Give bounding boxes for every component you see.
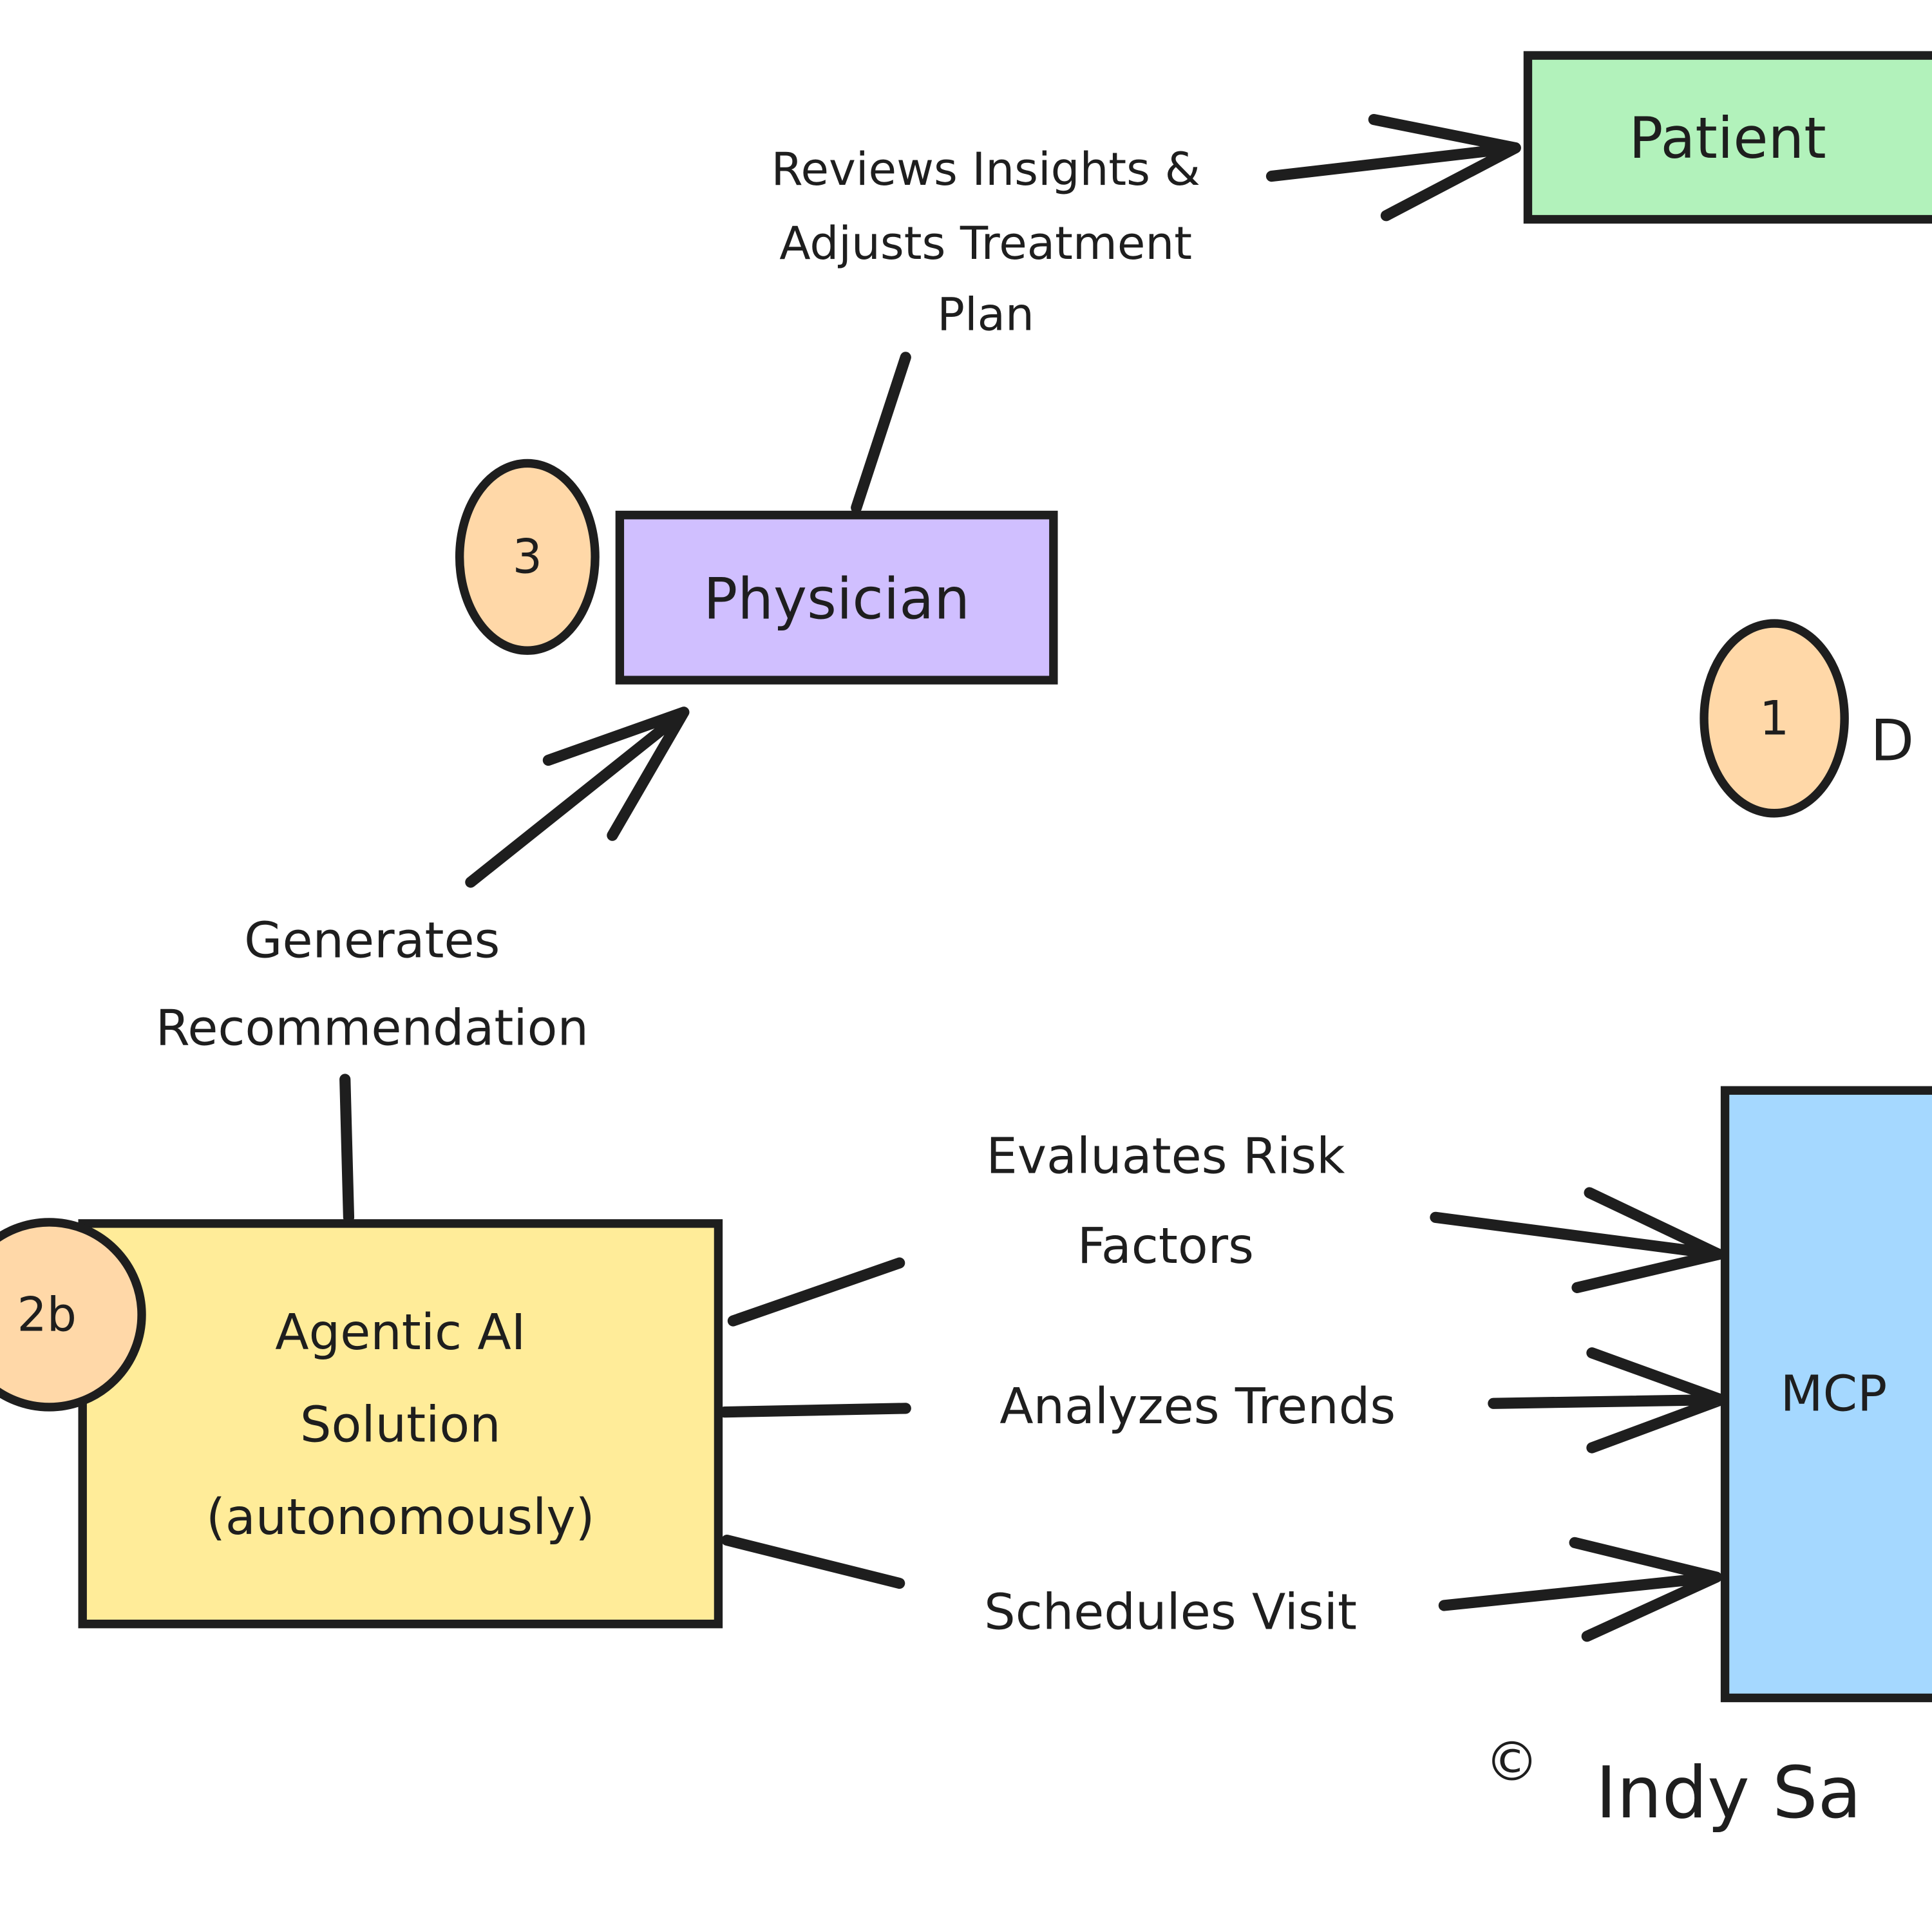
copyright: © Indy Sa: [1484, 1730, 1861, 1835]
edge-generates-line1: Generates: [244, 913, 500, 970]
step-2b-label: 2b: [17, 1288, 77, 1342]
arrow-to-patient: [1265, 113, 1521, 222]
agentic-ai-node[interactable]: Agentic AI Solution (autonomously): [78, 1219, 723, 1629]
mcp-box: [1720, 1086, 1932, 1703]
step-3-label: 3: [513, 531, 542, 585]
arrow-schedules-to-mcp: [1438, 1537, 1722, 1642]
patient-box: [1523, 51, 1932, 224]
edge-reviews: Reviews Insights & Adjusts Treatment Pla…: [771, 113, 1521, 513]
edge-reviews-line3: Plan: [937, 288, 1034, 341]
mcp-label: MCP: [1781, 1366, 1888, 1423]
copyright-symbol: ©: [1484, 1730, 1539, 1794]
arrow-analyzes-to-mcp: [1488, 1347, 1727, 1454]
arrow-evaluates-to-mcp: [1430, 1187, 1725, 1293]
step-2b-circle: [0, 1218, 146, 1412]
physician-box: [615, 511, 1058, 685]
edge-analyzes-line: [719, 1403, 911, 1418]
edge-schedules: Schedules Visit: [721, 1534, 1722, 1642]
step-3-circle: [455, 459, 600, 655]
agentic-ai-line1: Agentic AI: [275, 1304, 526, 1361]
edge-schedules-line: [721, 1534, 905, 1589]
physician-node[interactable]: Physician: [615, 511, 1058, 685]
step-3-badge: 3: [455, 459, 600, 655]
step-1-circle: [1700, 619, 1849, 818]
step-2b-badge: 2b: [0, 1218, 146, 1412]
agentic-ai-box: [78, 1219, 723, 1629]
edge-analyzes: Analyzes Trends: [719, 1347, 1727, 1454]
edge-analyzes-label: Analyzes Trends: [999, 1378, 1396, 1435]
step-1-label: 1: [1759, 692, 1789, 746]
edge-evaluates: Evaluates Risk Factors: [727, 1128, 1725, 1327]
copyright-author: Indy Sa: [1596, 1752, 1862, 1835]
edge-reviews-line: [851, 352, 911, 513]
edge-generates-line2: Recommendation: [156, 999, 589, 1057]
agentic-ai-line3: (autonomously): [206, 1489, 594, 1546]
step-1-badge: 1 D: [1700, 619, 1914, 818]
edge-evaluates-line1: Evaluates Risk: [986, 1128, 1345, 1185]
physician-label: Physician: [703, 565, 970, 632]
edge-reviews-line2: Adjusts Treatment: [779, 216, 1192, 270]
edge-reviews-line1: Reviews Insights &: [771, 142, 1200, 196]
edge-evaluates-line: [727, 1257, 905, 1327]
patient-label: Patient: [1629, 105, 1826, 171]
edge-evaluates-line2: Factors: [1077, 1218, 1254, 1275]
edge-schedules-label: Schedules Visit: [984, 1584, 1357, 1641]
arrow-to-physician: [465, 706, 690, 888]
edge-generates-line: [339, 1074, 355, 1223]
step-1-text: D: [1870, 707, 1914, 773]
patient-node[interactable]: Patient: [1523, 51, 1932, 224]
edge-generates: Generates Recommendation: [156, 706, 690, 1223]
mcp-node[interactable]: MCP: [1720, 1086, 1932, 1703]
agentic-ai-line2: Solution: [300, 1397, 501, 1454]
